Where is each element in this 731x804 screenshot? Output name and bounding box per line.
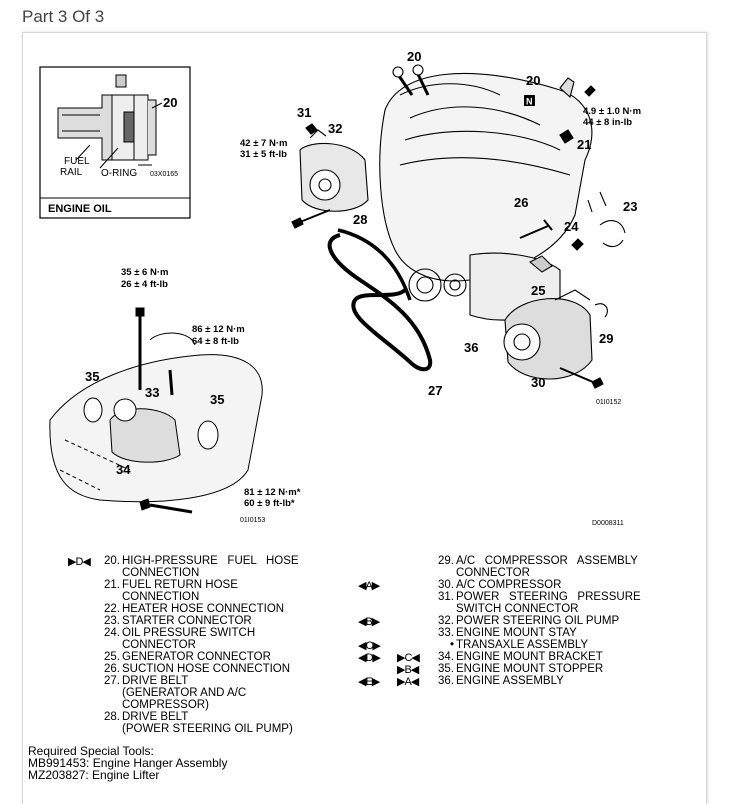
callout-35b: 35 <box>210 392 224 407</box>
inset-callout-20: 20 <box>163 95 177 110</box>
symbol-35: ▶B◀ <box>397 664 419 676</box>
callout-25: 25 <box>531 283 545 298</box>
legend-item-35: 35.ENGINE MOUNT STOPPER <box>438 663 604 675</box>
callout-28: 28 <box>353 212 367 227</box>
legend-item-34: 34.ENGINE MOUNT BRACKET <box>438 651 603 663</box>
legend-item-28: 28.DRIVE BELT <box>104 711 189 723</box>
legend-right: 29.A/C COMPRESSOR ASSEMBLY CONNECTOR 30.… <box>394 555 664 687</box>
legend-item-32: 32.POWER STEERING OIL PUMP <box>438 615 620 627</box>
symbol-36b: ▶A◀ <box>397 676 419 688</box>
symbol-34b: ▶C◀ <box>397 652 420 664</box>
symbol-36a: ◀E▶ <box>358 676 380 688</box>
legend-item-transaxle: •TRANSAXLE ASSEMBLY <box>449 639 589 651</box>
code-left: 01I0153 <box>240 517 265 524</box>
torque-32a: 42 ± 7 N·m <box>240 138 287 149</box>
callout-n: N <box>526 97 533 107</box>
engine-left-drawing <box>49 307 263 514</box>
legend-left: 20.HIGH-PRESSURE FUEL HOSE CONNECTION 21… <box>60 555 360 735</box>
torque-33b: 64 ± 8 ft-lb <box>192 336 239 347</box>
inset-fuel-line1: FUEL <box>64 156 90 167</box>
callout-24: 24 <box>564 219 579 234</box>
callout-34: 34 <box>116 462 131 477</box>
symbol-30: ◀A▶ <box>358 580 380 592</box>
symbol-33: ◀C▶ <box>358 640 381 652</box>
callout-22: 20 <box>407 49 421 64</box>
callout-n-box <box>524 95 535 106</box>
callout-33: 33 <box>145 385 159 400</box>
legend-item-25: 25.GENERATOR CONNECTOR <box>104 651 271 663</box>
torque-20a: 4.9 ± 1.0 N·m <box>583 106 641 117</box>
torque-34b: 60 ± 9 ft-lb* <box>244 498 295 509</box>
code-right: 01I0152 <box>596 399 621 406</box>
callout-26: 26 <box>514 195 528 210</box>
callout-30: 30 <box>531 375 545 390</box>
symbol-20: ▶D◀ <box>68 556 91 568</box>
torque-35b: 26 ± 4 ft-lb <box>121 279 168 290</box>
legend-item-20: 20.HIGH-PRESSURE FUEL HOSE <box>104 555 299 567</box>
inset-code: 03X0165 <box>150 171 178 178</box>
torque-34a: 81 ± 12 N·m* <box>244 487 301 498</box>
callout-21: 21 <box>577 137 591 152</box>
legend-item-22: 22.HEATER HOSE CONNECTION <box>104 603 285 615</box>
required-tools: Required Special Tools: MB991453: Engine… <box>28 745 227 781</box>
callout-23: 23 <box>623 199 637 214</box>
engine-diagram: 20 FUEL RAIL O-RING 03X0165 ENGINE OIL <box>39 49 641 527</box>
tool-2: MZ203827: Engine Lifter <box>28 768 160 782</box>
legend-item-24: 24.OIL PRESSURE SWITCH <box>104 627 256 639</box>
callout-27: 27 <box>428 383 442 398</box>
inset-fuel-label: FUEL RAIL <box>60 156 92 178</box>
torque-20b: 44 ± 8 in-lb <box>583 117 632 128</box>
page-title: Part 3 Of 3 <box>22 7 105 26</box>
callout-31: 31 <box>297 105 311 120</box>
inset-title: ENGINE OIL <box>48 203 112 215</box>
callout-35a: 35 <box>85 369 99 384</box>
torque-33a: 86 ± 12 N·m <box>192 324 245 335</box>
engine-right-drawing <box>291 64 626 389</box>
code-bottom: D0008311 <box>592 520 624 527</box>
callout-32: 32 <box>328 121 342 136</box>
legend-item-23: 23.STARTER CONNECTOR <box>104 615 252 627</box>
legend-item-33: 33.ENGINE MOUNT STAY <box>438 627 577 639</box>
tools-heading: Required Special Tools: <box>28 744 154 758</box>
callout-36: 36 <box>464 340 478 355</box>
legend-item-21: 21.FUEL RETURN HOSE <box>104 579 238 591</box>
legend-item-26: 26.SUCTION HOSE CONNECTION <box>104 663 291 675</box>
torque-35a: 35 ± 6 N·m <box>121 267 168 278</box>
callout-20: 20 <box>526 73 540 88</box>
callout-29: 29 <box>599 331 613 346</box>
inset-rail-line2: RAIL <box>60 167 83 178</box>
torque-32b: 31 ± 5 ft-lb <box>240 149 287 160</box>
legend-item-36: 36.ENGINE ASSEMBLY <box>438 675 564 687</box>
symbol-34a: ◀D▶ <box>358 652 381 664</box>
inset-oring-label: O-RING <box>101 168 137 179</box>
symbol-32: ◀B▶ <box>358 616 380 628</box>
inset-box <box>39 66 191 219</box>
legend-item-27: 27.DRIVE BELT <box>104 675 189 687</box>
legend-item-31: 31.POWER STEERING PRESSURE <box>438 591 641 603</box>
tool-1: MB991453: Engine Hanger Assembly <box>28 756 228 770</box>
legend-item-30: 30.A/C COMPRESSOR <box>438 579 562 591</box>
legend-item-29: 29.A/C COMPRESSOR ASSEMBLY <box>438 555 638 567</box>
